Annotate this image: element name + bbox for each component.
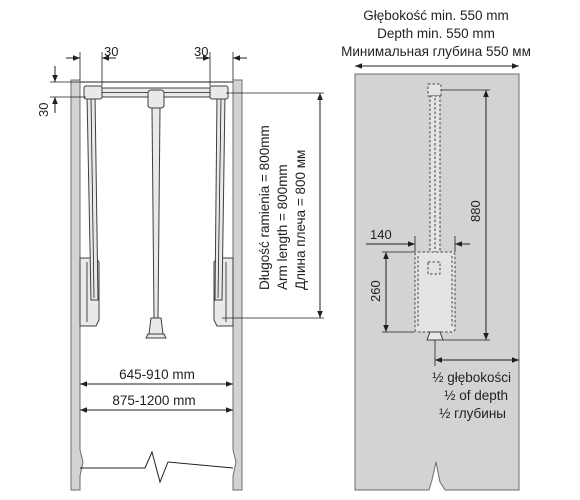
dim-top-gaps [66,52,247,86]
depth-min-pl: Głębokość min. 550 mm [363,8,509,23]
pull-handle [145,107,167,339]
dim-body-height [382,251,415,333]
dim-top-gap: 30 [36,103,51,117]
width-range-small: 645-910 mm [119,367,195,382]
dim-left-gap: 30 [104,44,118,59]
dim-right-gap: 30 [194,44,208,59]
dim-side-width [366,236,470,252]
dim-top-vertical-gap [50,66,86,113]
side-lift-mechanism [414,83,456,341]
right-cabinet-wall [232,79,243,491]
break-line [80,450,234,484]
dim-half-depth [434,340,519,366]
dim-height-880: 880 [468,200,483,222]
arm-length-pl: Długość ramienia = 800mm [257,125,272,290]
dim-body-height-260: 260 [368,280,383,302]
half-depth-pl: ½ głębokości [432,370,511,385]
arm-length-en: Arm length = 800mm [275,164,290,290]
side-view: Głębokość min. 550 mm Depth min. 550 mm … [341,8,531,491]
hanging-rail [83,85,229,109]
depth-min-en: Depth min. 550 mm [377,26,495,41]
width-range-large: 875-1200 mm [112,393,195,408]
front-view: 30 30 30 Długość ramienia = 800mm Arm le… [36,44,324,491]
dim-arm-length [222,92,324,319]
left-cabinet-wall [70,79,84,491]
half-depth-ru: ½ глубины [439,406,506,421]
half-depth-en: ½ of depth [444,388,508,403]
depth-min-ru: Минимальная глубина 550 мм [341,44,531,59]
arm-length-ru: Длина плеча = 800 мм [293,150,308,290]
dim-side-height [441,89,490,341]
dim-width-140: 140 [370,227,392,242]
